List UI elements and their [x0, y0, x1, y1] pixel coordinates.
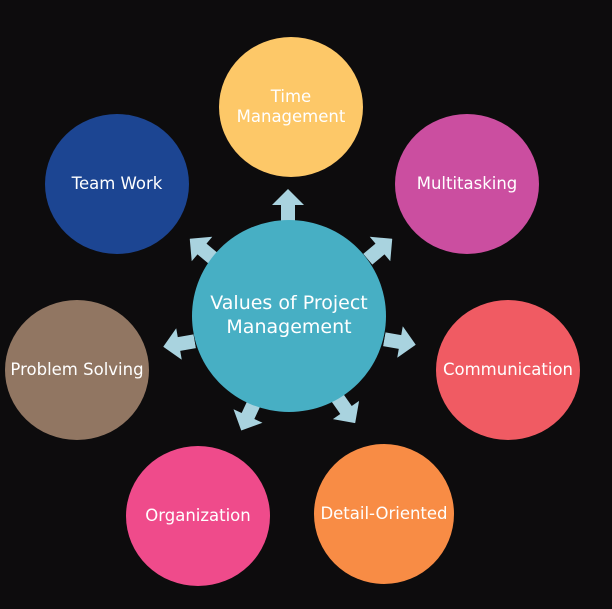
center-node-values-of-project-management: Values of Project Management	[192, 220, 386, 412]
arrow-to-multitasking	[357, 226, 402, 271]
arrow-to-detail-oriented	[324, 388, 369, 433]
arrow-to-organization	[227, 395, 270, 438]
node-time-management: Time Management	[219, 37, 363, 177]
node-communication-label: Communication	[442, 359, 574, 379]
arrow-to-time-management	[272, 189, 304, 221]
node-problem-solving: Problem Solving	[5, 300, 149, 440]
node-organization-label: Organization	[145, 505, 251, 525]
arrow-to-problem-solving	[160, 325, 197, 362]
node-multitasking-label: Multitasking	[416, 173, 518, 193]
node-organization: Organization	[126, 446, 270, 586]
center-node-label: Values of Project Management	[210, 292, 368, 338]
arrow-to-communication	[381, 323, 418, 360]
node-time-management-label: Time Management	[236, 86, 346, 126]
node-team-work-label: Team Work	[71, 173, 163, 193]
node-multitasking: Multitasking	[395, 114, 539, 254]
node-communication: Communication	[436, 300, 580, 440]
node-detail-oriented: Detail-Oriented	[314, 444, 454, 584]
node-detail-oriented-label: Detail-Oriented	[320, 503, 448, 523]
node-problem-solving-label: Problem Solving	[10, 359, 144, 379]
node-team-work: Team Work	[45, 114, 189, 254]
